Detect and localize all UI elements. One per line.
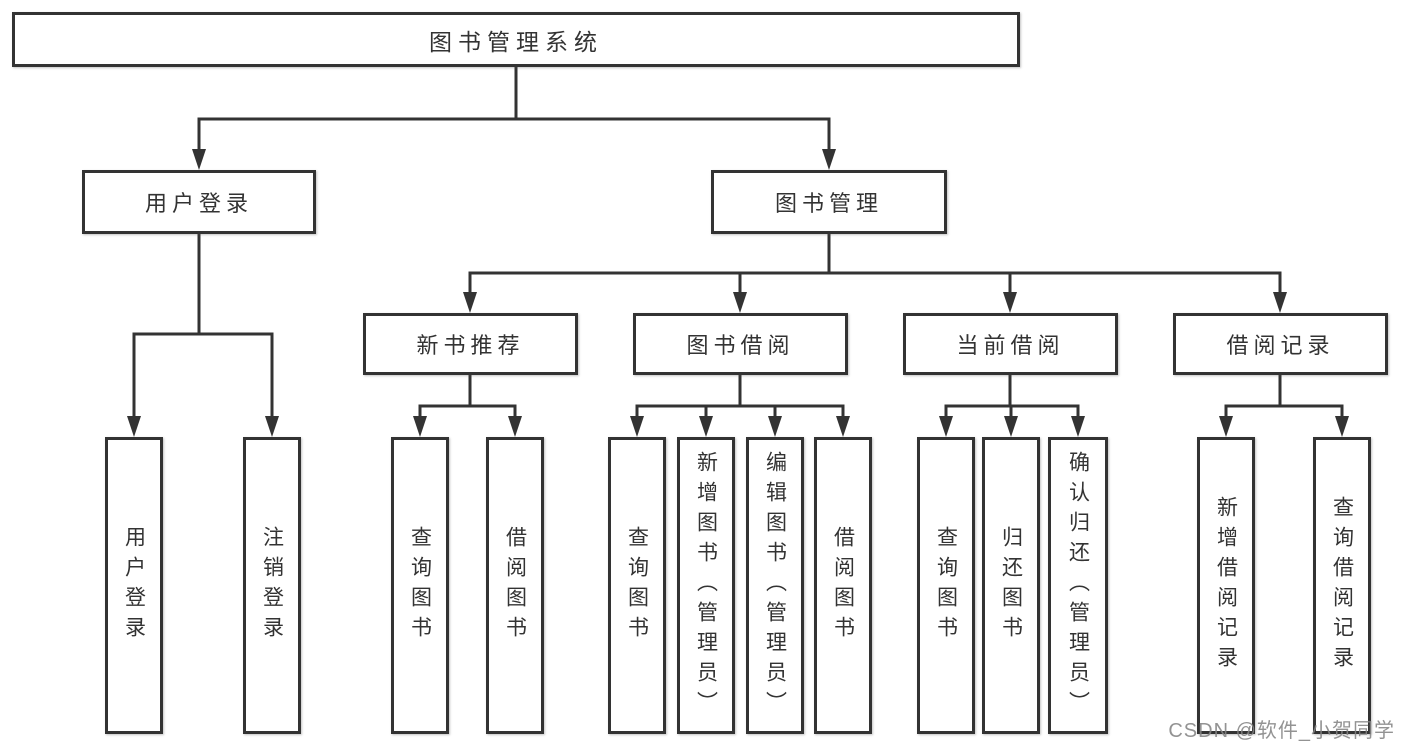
arrowheads [127, 149, 1349, 437]
csdn-watermark: CSDN @软件_小贺同学 [1168, 720, 1395, 742]
leaf-logout: 注销登录 [243, 437, 301, 734]
node-book-borrow: 图书借阅 [633, 313, 848, 375]
leaf-query-book-borrow: 查询图书 [608, 437, 666, 734]
node-current-borrow: 当前借阅 [903, 313, 1118, 375]
connector-borrowrecord-to-leaves [1224, 373, 1344, 422]
node-user-login: 用户登录 [82, 170, 316, 234]
leaf-query-borrow-record: 查询借阅记录 [1313, 437, 1371, 734]
connector-currentborrow-to-leaves [944, 373, 1080, 422]
node-borrow-record: 借阅记录 [1173, 313, 1388, 375]
leaf-borrow-book-recommend: 借阅图书 [486, 437, 544, 734]
node-root-system: 图书管理系统 [12, 12, 1020, 67]
connector-bookborrow-to-leaves [635, 373, 845, 422]
connector-root-to-level2 [197, 65, 831, 154]
leaf-query-book-current: 查询图书 [917, 437, 975, 734]
leaf-user-login: 用户登录 [105, 437, 163, 734]
leaf-borrow-book: 借阅图书 [814, 437, 872, 734]
connector-newbook-to-leaves [418, 373, 517, 422]
leaf-edit-book-admin: 编辑图书（管理员） [746, 437, 804, 734]
connector-userlogin-to-leaves [132, 232, 274, 422]
node-new-book-recommend: 新书推荐 [363, 313, 578, 375]
connector-bookmgmt-to-level3 [468, 232, 1282, 297]
leaf-query-book-recommend: 查询图书 [391, 437, 449, 734]
leaf-confirm-return-admin: 确认归还（管理员） [1048, 437, 1108, 734]
node-book-management: 图书管理 [711, 170, 947, 234]
leaf-add-borrow-record: 新增借阅记录 [1197, 437, 1255, 734]
leaf-return-book: 归还图书 [982, 437, 1040, 734]
leaf-add-book-admin: 新增图书（管理员） [677, 437, 735, 734]
